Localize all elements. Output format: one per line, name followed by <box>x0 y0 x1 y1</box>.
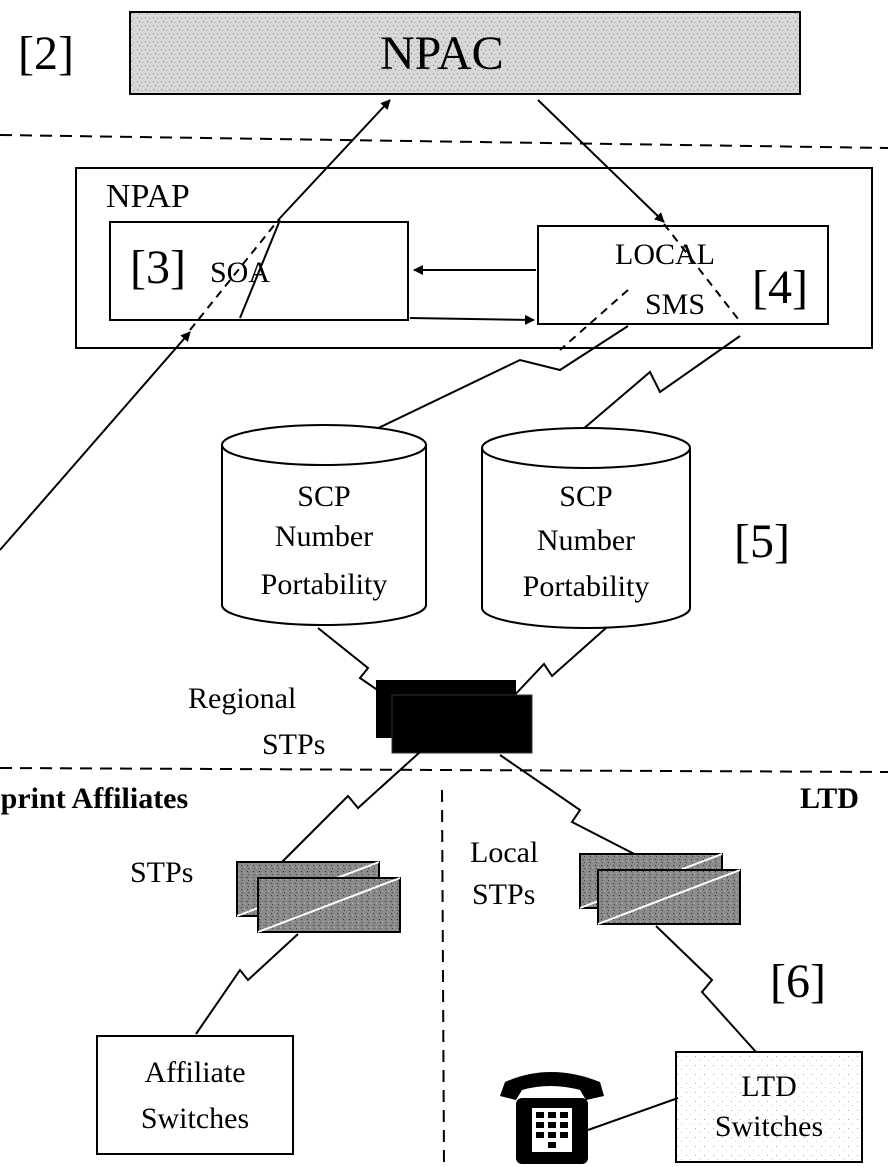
scp-right-line3: Portability <box>522 570 650 603</box>
arrow-to-npac <box>279 99 391 219</box>
ltd-switches-box <box>675 1051 863 1163</box>
local-stps-icon <box>579 853 741 925</box>
link-affiliate-stps-to-switch <box>195 933 299 1035</box>
link-sms-to-scp-right <box>581 335 741 431</box>
arrow-soa-to-npac-solid-1 <box>239 219 281 319</box>
ltd-switches-line2: Switches <box>714 1110 824 1143</box>
affiliate-switches-line2: Switches <box>140 1102 250 1135</box>
ref-npac: [2] <box>18 27 74 80</box>
local-sms-box <box>537 225 829 325</box>
telephone-icon <box>500 1072 604 1164</box>
link-stp-to-local-stps <box>499 754 651 863</box>
local-stps-line1: Local <box>470 836 539 869</box>
scp-left-line3: Portability <box>260 568 388 601</box>
local-sms-label-line2: SMS <box>645 288 706 321</box>
affiliate-stps-label: STPs <box>130 856 194 889</box>
link-sms-dashed <box>559 289 629 351</box>
arrow-soa-to-npac-dashed <box>189 217 281 331</box>
scp-right-cylinder <box>481 427 691 629</box>
regional-stps-line2: STPs <box>262 728 326 761</box>
link-local-stps-to-switch <box>655 925 757 1053</box>
divider-vertical <box>441 789 445 1167</box>
ltd-switches-line1: LTD <box>741 1070 797 1103</box>
affiliate-stps-icon <box>236 861 401 933</box>
affiliate-switches-line1: Affiliate <box>144 1056 246 1089</box>
divider-top <box>0 134 888 149</box>
affiliate-switches-box <box>96 1035 294 1155</box>
ref-local-sms: [4] <box>752 261 808 314</box>
link-scp-right-to-stp <box>509 627 607 701</box>
ref-ltd: [6] <box>770 955 826 1008</box>
ref-scp: [5] <box>734 515 790 568</box>
npap-label: NPAP <box>106 178 190 215</box>
divider-bottom <box>0 767 888 773</box>
local-sms-label-line1: LOCAL <box>615 238 715 271</box>
arrow-npac-sms-dashed <box>663 223 743 325</box>
scp-left-line2: Number <box>274 520 374 553</box>
npac-label: NPAC <box>380 27 504 80</box>
regional-stps-line1: Regional <box>188 682 297 715</box>
arrow-external-to-soa <box>0 331 191 551</box>
soa-label: SOA <box>210 256 271 289</box>
scp-right-line1: SCP <box>559 480 613 513</box>
arrow-npac-to-sms <box>537 99 665 223</box>
scp-left-cylinder <box>221 424 427 626</box>
scp-right-line2: Number <box>536 524 636 557</box>
link-sms-to-scp-left <box>369 325 629 433</box>
affiliates-title: Sprint Affiliates <box>0 782 189 815</box>
npac-box <box>129 11 801 95</box>
arrow-soa-to-sms <box>409 314 535 325</box>
telephone-link <box>587 1097 679 1131</box>
regional-stps-icon <box>376 680 533 754</box>
ref-soa: [3] <box>130 241 186 294</box>
scp-left-line1: SCP <box>297 480 351 513</box>
local-stps-line2: STPs <box>472 878 536 911</box>
link-stp-to-affiliate-stps <box>281 751 421 863</box>
ltd-title: LTD <box>800 782 859 815</box>
